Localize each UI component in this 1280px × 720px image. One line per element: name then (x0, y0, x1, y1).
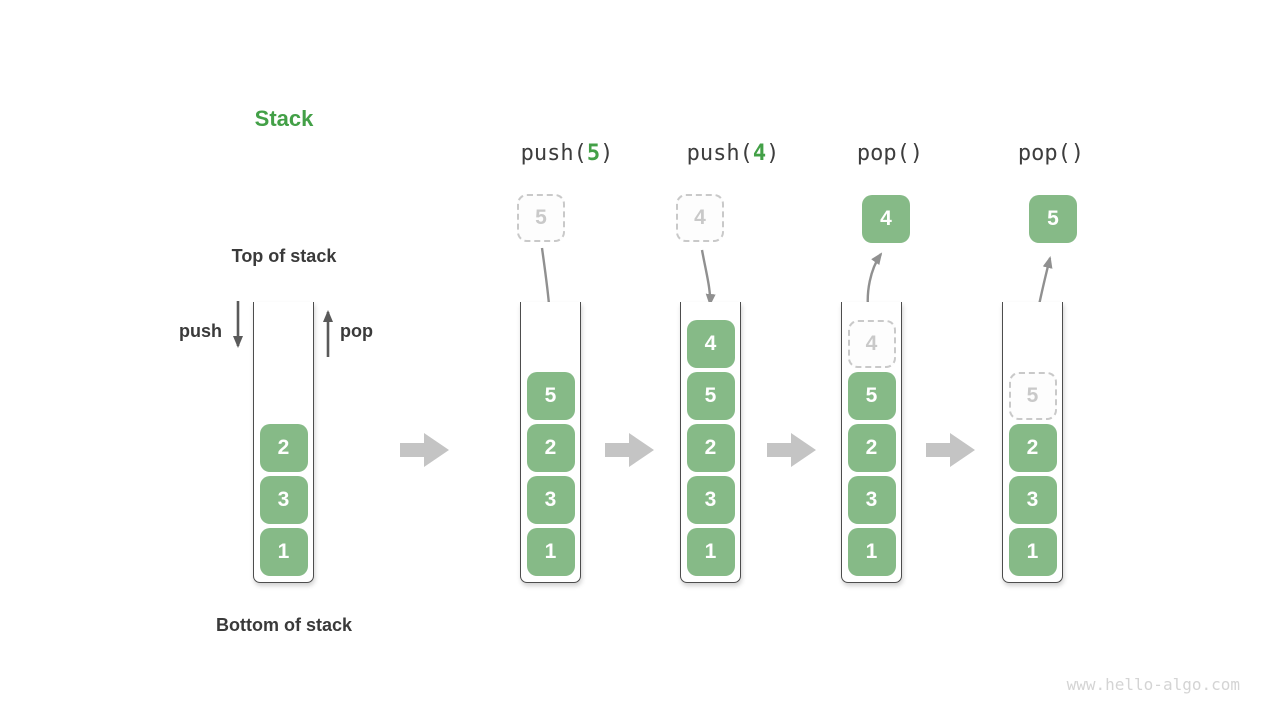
stack-cell: 1 (526, 528, 575, 576)
stack-container-after-pop5: 5 2 3 1 (1002, 302, 1063, 583)
site-watermark: www.hello-algo.com (1066, 675, 1240, 694)
popped-value-cell: 4 (862, 195, 910, 243)
stack-cell: 3 (1008, 476, 1057, 524)
pop-label: pop (340, 321, 373, 341)
stack-cell: 4 (686, 320, 735, 368)
op-arg: 5 (586, 141, 601, 166)
operation-label-pop-2: pop() (961, 141, 1141, 166)
incoming-value-cell: 5 (517, 194, 565, 242)
op-close: ) (600, 141, 614, 166)
op-call: push( (520, 141, 587, 166)
stack-cell: 3 (847, 476, 896, 524)
step-arrow-icon (400, 433, 449, 467)
stack-cell: 2 (686, 424, 735, 472)
incoming-value-cell: 4 (676, 194, 724, 242)
stack-cell: 3 (259, 476, 308, 524)
op-close: ) (1070, 141, 1085, 166)
op-call: push( (686, 141, 753, 166)
stack-container-after-pop4: 4 5 2 3 1 (841, 302, 902, 583)
diagram-title: Stack (254, 106, 314, 131)
stack-cell: 1 (1008, 528, 1057, 576)
op-close: ) (909, 141, 924, 166)
stack-cell: 5 (526, 372, 575, 420)
stack-cell: 1 (259, 528, 308, 576)
step-arrow-icon (767, 433, 816, 467)
operation-label-pop-1: pop() (800, 141, 980, 166)
bottom-of-stack-label: Bottom of stack (215, 615, 352, 635)
stack-container-after-push4: 4 5 2 3 1 (680, 302, 741, 583)
op-call: pop( (856, 141, 910, 166)
stack-cell-removed: 5 (1008, 372, 1057, 420)
operation-label-push4: push(4) (643, 141, 823, 166)
stack-cell: 2 (1008, 424, 1057, 472)
stack-cell: 2 (259, 424, 308, 472)
step-arrow-icon (605, 433, 654, 467)
stack-container-after-push5: 5 2 3 1 (520, 302, 581, 583)
step-arrow-icon (926, 433, 975, 467)
stack-cell: 1 (686, 528, 735, 576)
top-of-stack-label: Top of stack (231, 246, 337, 266)
stack-cell: 3 (526, 476, 575, 524)
stack-container-initial: 2 3 1 (253, 302, 314, 583)
op-call: pop( (1017, 141, 1071, 166)
stack-cell: 1 (847, 528, 896, 576)
stack-cell: 2 (526, 424, 575, 472)
push-label: push (179, 321, 222, 341)
stack-cell: 5 (847, 372, 896, 420)
stack-cell: 3 (686, 476, 735, 524)
stack-cell-removed: 4 (847, 320, 896, 368)
op-close: ) (766, 141, 780, 166)
op-arg: 4 (752, 141, 767, 166)
stack-cell: 2 (847, 424, 896, 472)
popped-value-cell: 5 (1029, 195, 1077, 243)
operation-label-push5: push(5) (477, 141, 657, 166)
push4-motion-arrow-icon (700, 249, 716, 306)
stack-cell: 5 (686, 372, 735, 420)
